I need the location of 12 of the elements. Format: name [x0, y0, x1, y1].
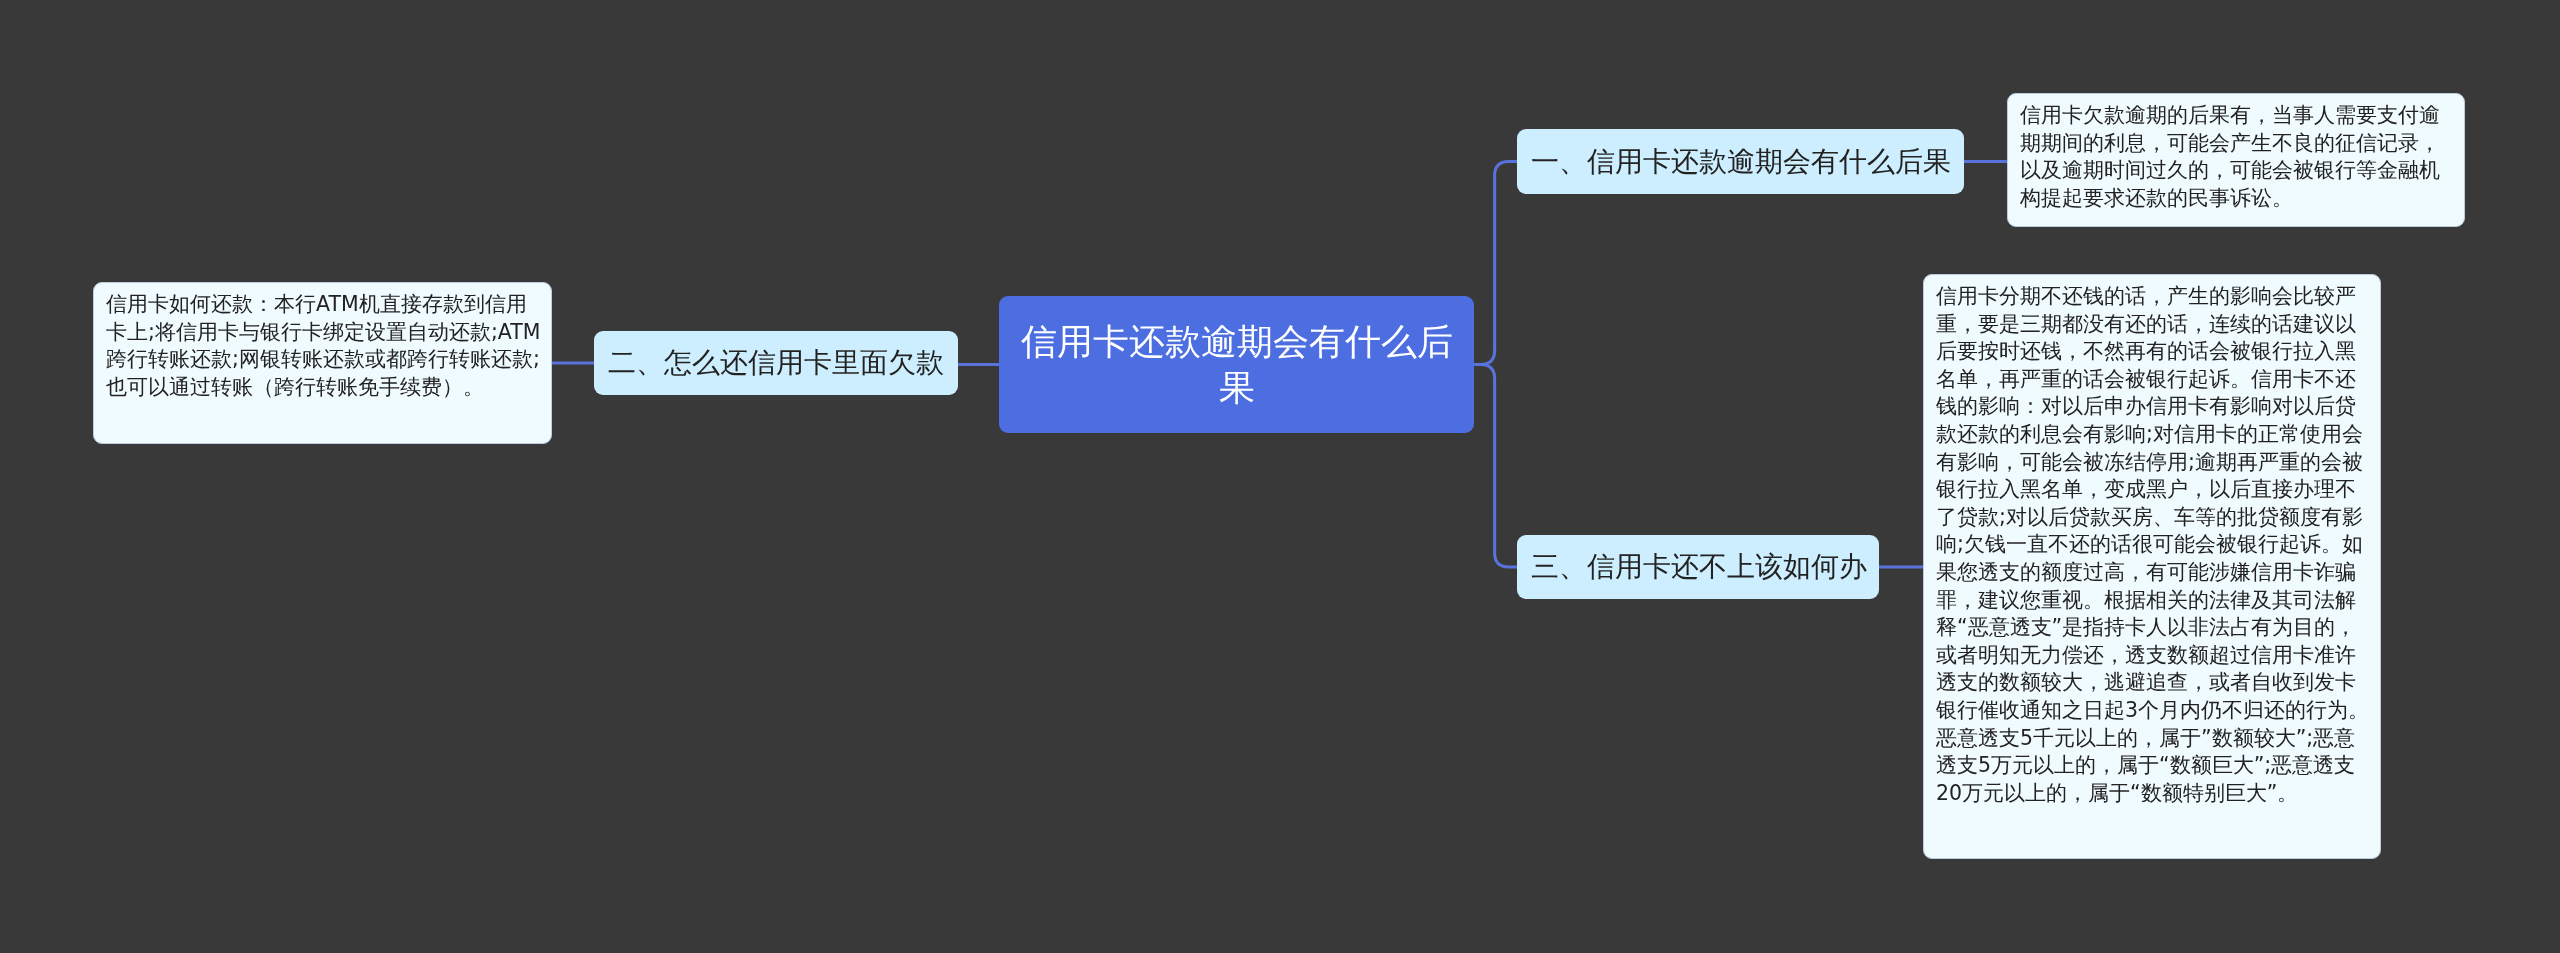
- connector-line: [1964, 160, 2007, 163]
- connector-line: [552, 361, 594, 365]
- connector-line: [1474, 363, 1517, 569]
- subtopic-box: 三、信用卡还不上该如何办: [1517, 535, 1879, 599]
- central-topic-box: 信用卡还款逾期会有什么后果: [999, 296, 1474, 433]
- note-box: 信用卡如何还款：本行ATM机直接存款到信用卡上;将信用卡与银行卡绑定设置自动还款;ATM跨行转账还款;网银转账还款或都跨行转账还款;也可以通过转账（跨行转账免手续费）。: [93, 282, 552, 444]
- subtopic-box: 一、信用卡还款逾期会有什么后果: [1517, 129, 1964, 194]
- note-box: 信用卡分期不还钱的话，产生的影响会比较严重，要是三期都没有还的话，连续的话建议以后要按时还钱，不然再有的话会被银行拉入黑名单，再严重的话会被银行起诉。信用卡不还钱的影响：对以后申办信用卡有影响对以后贷款还款的利息会有影响;对信用卡的正常使用会有影响，可能会被冻结停用;逾期再严重的会被银行拉入黑名单，变成黑户，以后直接办理不了贷款;对以后贷款买房、车等的批贷额度有影响;欠钱一直不还的话很可能会被银行起诉。如果您透支的额度过高，有可能涉嫌信用卡诈骗罪，建议您重视。根据相关的法律及其司法解释“恶意透支”是指持卡人以非法占有为目的，或者明知无力偿还，透支数额超过信用卡准许透支的数额较大，逃避追查，或者自收到发卡银行催收通知之日起3个月内仍不归还的行为。恶意透支5千元以上的，属于”数额较大”;恶意透支5万元以上的，属于“数额巨大”;恶意透支20万元以上的，属于“数额特别巨大”。: [1923, 274, 2381, 859]
- subtopic-box: 二、怎么还信用卡里面欠款: [594, 331, 958, 395]
- connector-line: [1879, 565, 1923, 569]
- connector-line: [958, 363, 999, 366]
- note-box: 信用卡欠款逾期的后果有，当事人需要支付逾期期间的利息，可能会产生不良的征信记录，以及逾期时间过久的，可能会被银行等金融机构提起要求还款的民事诉讼。: [2007, 93, 2465, 227]
